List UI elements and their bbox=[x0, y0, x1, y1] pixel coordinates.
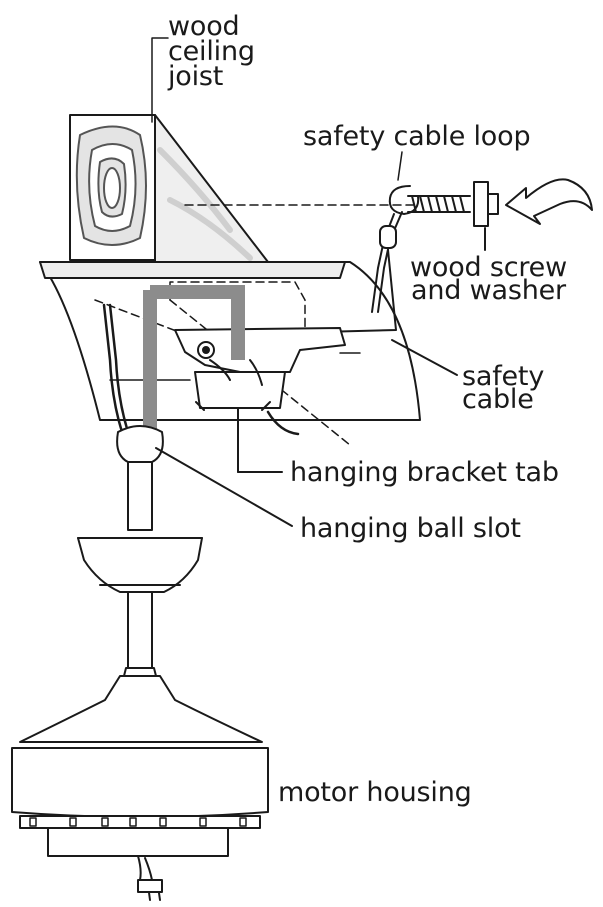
insertion-arrow-icon bbox=[505, 178, 593, 225]
downrod-collar bbox=[123, 667, 157, 677]
label-hanging-bracket-tab: hanging bracket tab bbox=[290, 457, 559, 488]
wire-bundle bbox=[102, 303, 300, 436]
leader-lines bbox=[151, 37, 403, 181]
safety-cable bbox=[319, 185, 458, 376]
hanging-ball-and-downrod bbox=[116, 425, 293, 531]
lower-downrod bbox=[127, 591, 153, 673]
label-wood-screw-and-washer: wood screw and washer bbox=[410, 252, 567, 306]
label-hanging-ball-slot: hanging ball slot bbox=[300, 513, 521, 544]
wood-ceiling-joist bbox=[69, 114, 269, 263]
label-motor-housing: motor housing bbox=[278, 777, 472, 808]
label-wood-ceiling-joist: wood ceiling joist bbox=[168, 11, 255, 92]
highlight-bracket bbox=[150, 285, 245, 360]
canopy bbox=[77, 537, 203, 593]
ceiling-plate bbox=[39, 261, 346, 279]
label-safety-cable: safety cable bbox=[462, 361, 545, 415]
label-safety-cable-loop: safety cable loop bbox=[303, 121, 531, 152]
hanging-bracket bbox=[109, 327, 361, 473]
motor-housing bbox=[11, 675, 269, 901]
wood-screw-and-washer bbox=[407, 181, 499, 251]
